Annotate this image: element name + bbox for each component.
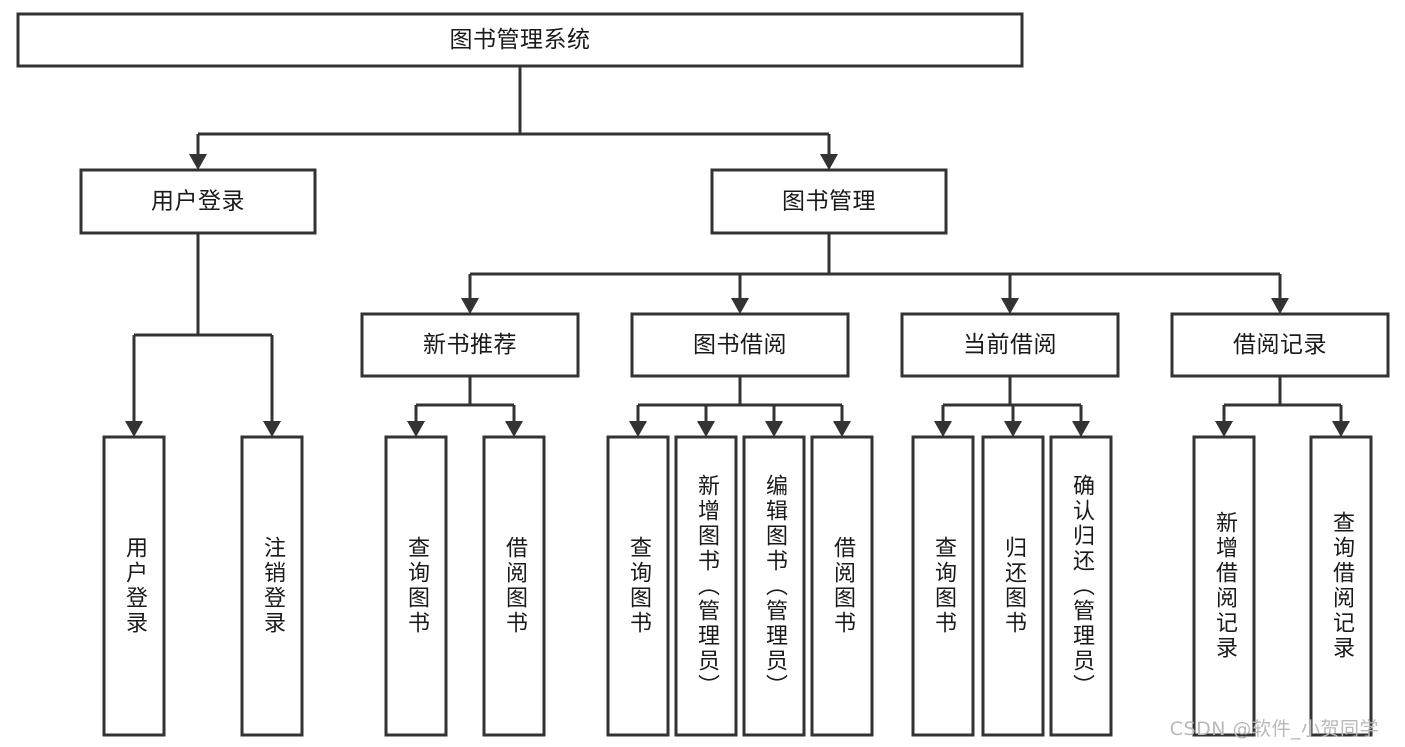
node-box-leaf-user-login[interactable]	[102, 435, 166, 737]
node-box-leaf-query-record[interactable]	[1309, 435, 1373, 737]
connector-conn-root-to-level2	[189, 66, 838, 170]
node-box-book-manage[interactable]	[710, 168, 948, 235]
node-label-book-manage: 图书管理	[782, 189, 876, 215]
node-label-new-book-recommend: 新书推荐	[423, 332, 517, 358]
node-label-user-login: 用户登录	[151, 189, 245, 215]
node-box-leaf-add-record[interactable]	[1192, 435, 1256, 737]
node-box-leaf-edit-book[interactable]	[742, 435, 806, 737]
node-box-user-login[interactable]	[79, 168, 317, 235]
node-box-leaf-add-book[interactable]	[674, 435, 738, 737]
node-box-current-borrow[interactable]	[900, 312, 1120, 378]
node-box-leaf-borrow-book-rec[interactable]	[482, 435, 546, 737]
node-label-borrow-record: 借阅记录	[1233, 332, 1327, 358]
node-box-book-borrow[interactable]	[630, 312, 850, 378]
node-label-book-borrow: 图书借阅	[693, 332, 787, 358]
node-box-leaf-query-book-rec[interactable]	[384, 435, 448, 737]
node-box-leaf-query-book-borrow[interactable]	[606, 435, 670, 737]
connectors-layer	[125, 66, 1350, 437]
node-box-new-book-recommend[interactable]	[360, 312, 580, 378]
node-box-root[interactable]	[16, 12, 1024, 68]
connector-conn-borrowrecord-to-leaves	[1215, 376, 1350, 437]
node-box-leaf-user-logout[interactable]	[240, 435, 304, 737]
node-label-current-borrow: 当前借阅	[963, 332, 1057, 358]
boxes-layer	[16, 12, 1390, 737]
node-box-borrow-record[interactable]	[1170, 312, 1390, 378]
node-box-leaf-return-book[interactable]	[981, 435, 1045, 737]
connector-conn-bookborrow-to-leaves	[629, 376, 851, 437]
node-box-leaf-query-book-cur[interactable]	[911, 435, 975, 737]
connector-conn-bookmanage-to-level3	[461, 233, 1289, 314]
node-box-leaf-confirm-return[interactable]	[1049, 435, 1113, 737]
node-box-leaf-borrow-book[interactable]	[810, 435, 874, 737]
connector-conn-userlogin-to-leaves	[125, 233, 281, 437]
connector-conn-currentborrow-to-leaves	[934, 376, 1090, 437]
node-label-root: 图书管理系统	[450, 27, 591, 53]
connector-conn-newbook-to-leaves	[407, 376, 523, 437]
